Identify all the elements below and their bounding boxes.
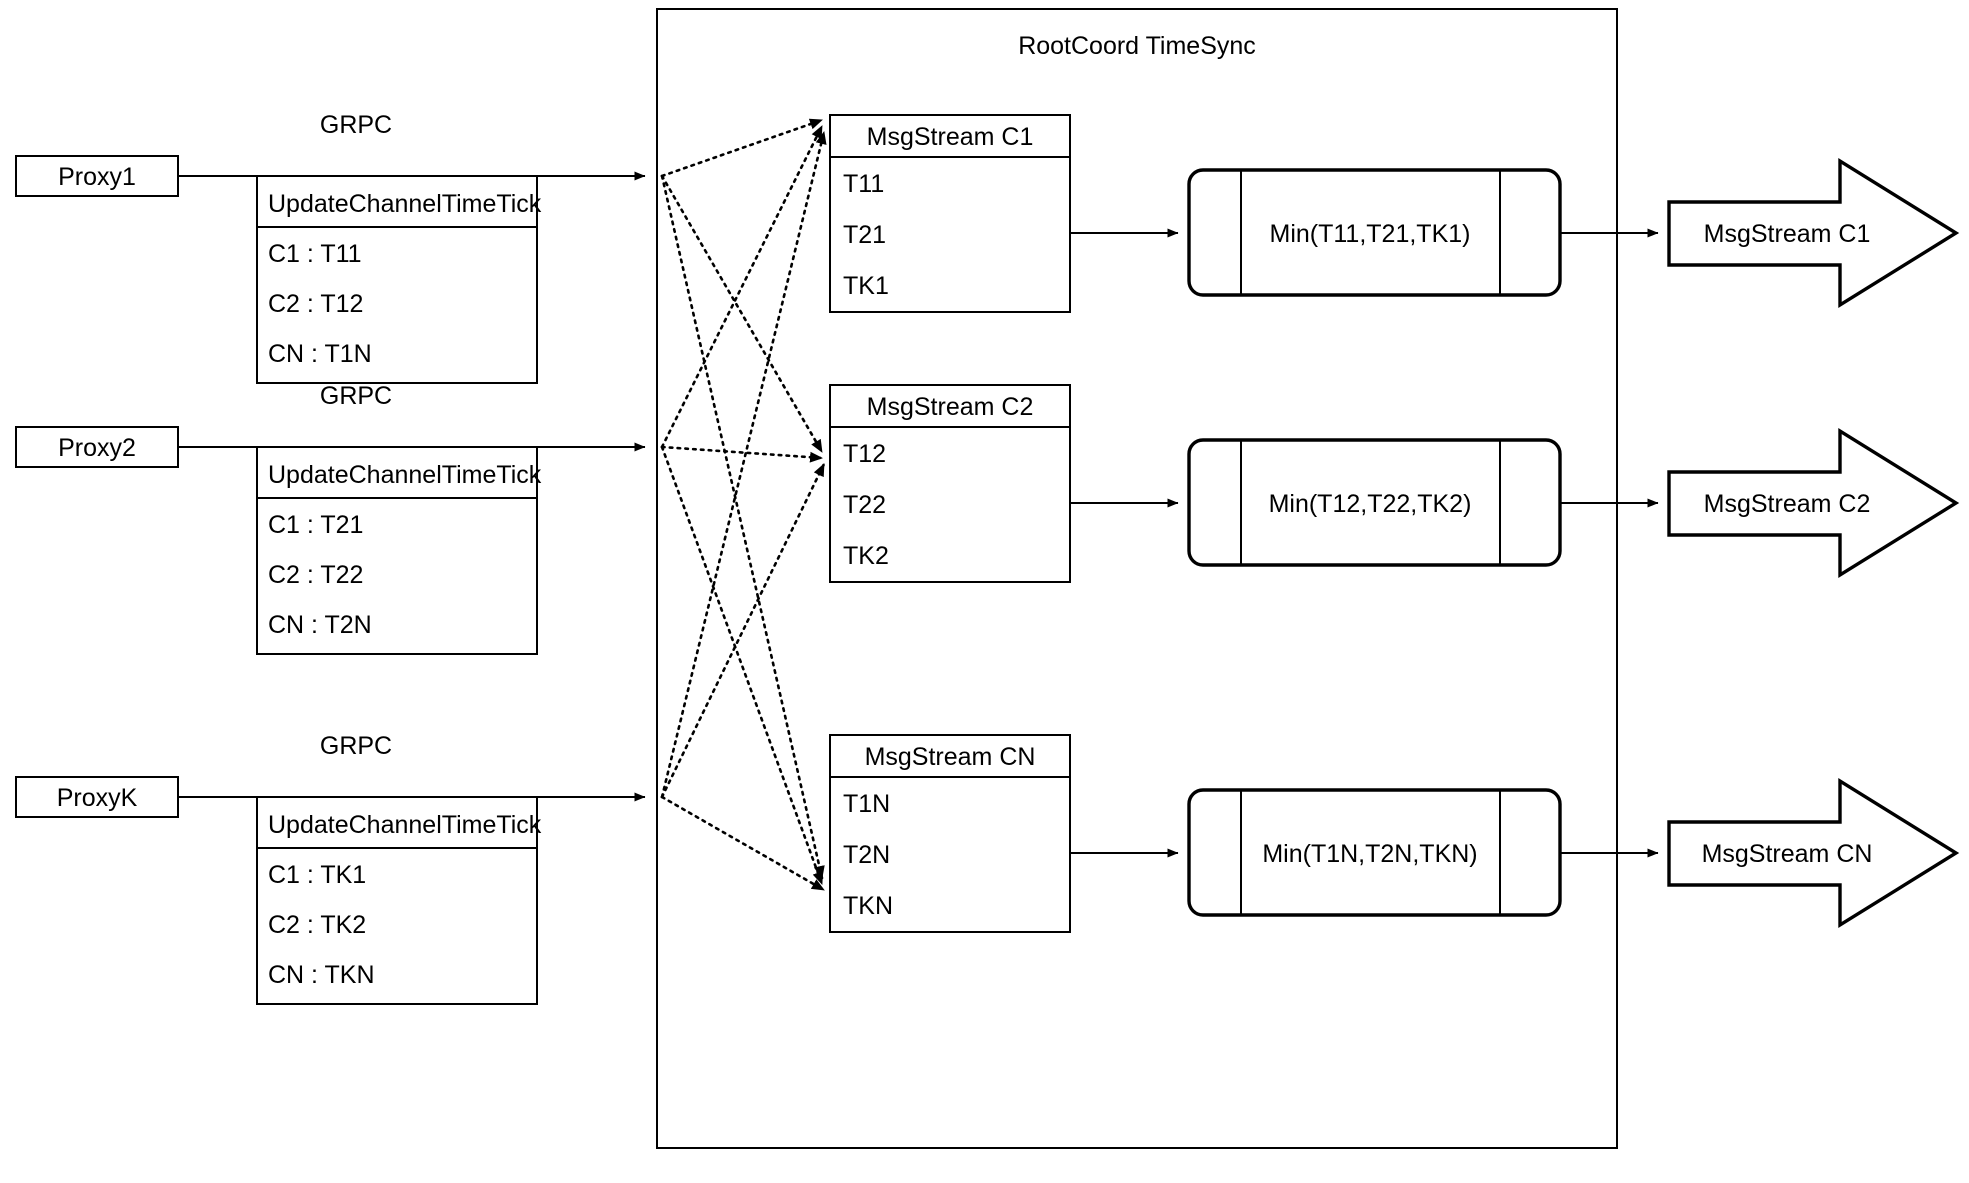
routing-line-p2-cn (660, 445, 824, 886)
msgstream-box-2 (829, 384, 1071, 583)
routing-line-p2-c1 (660, 124, 824, 449)
min-label-1: Min(T11,T21,TK1) (1270, 220, 1471, 248)
msgstream-row-2-2: TK2 (843, 542, 889, 570)
request-row-2-0: C1 : T21 (268, 511, 363, 539)
msgstream-row-2-1: T22 (843, 491, 886, 519)
request-row-3-1: C2 : TK2 (268, 911, 366, 939)
request-box-1 (256, 175, 538, 384)
routing-line-p1-c1 (660, 118, 824, 178)
request-header-3: UpdateChannelTimeTick (268, 811, 542, 839)
msgstream-header-2: MsgStream C2 (867, 393, 1034, 421)
msgstream-row-3-2: TKN (843, 892, 893, 920)
request-row-2-2: CN : T2N (268, 611, 372, 639)
grpc-label-2: GRPC (320, 382, 392, 410)
msgstream-row-1-0: T11 (843, 170, 884, 198)
request-box-3 (256, 796, 538, 1005)
output-block-arrow-3 (1667, 777, 1960, 929)
request-row-1-0: C1 : T11 (268, 240, 362, 268)
routing-line-p2-c2 (660, 445, 824, 463)
request-row-1-2: CN : T1N (268, 340, 372, 368)
routing-line-pk-c1 (660, 130, 827, 799)
msgstream-row-2-0: T12 (843, 440, 886, 468)
proxy-label-3: ProxyK (57, 784, 138, 812)
min-label-2: Min(T12,T22,TK2) (1269, 490, 1472, 518)
routing-line-p1-c2 (660, 174, 824, 454)
routing-line-pk-c2 (660, 462, 826, 799)
msgstream-header-3: MsgStream CN (865, 743, 1036, 771)
request-header-2: UpdateChannelTimeTick (268, 461, 542, 489)
proxy-box-1[interactable] (15, 155, 179, 197)
output-label-2: MsgStream C2 (1704, 490, 1871, 518)
output-block-arrow-1 (1667, 157, 1960, 309)
proxy-label-1: Proxy1 (58, 163, 136, 191)
request-box-2 (256, 446, 538, 655)
request-row-1-1: C2 : T12 (268, 290, 363, 318)
msgstream-box-1 (829, 114, 1071, 313)
request-row-3-0: C1 : TK1 (268, 861, 366, 889)
output-block-arrow-2 (1667, 427, 1960, 579)
rootcoord-timesync-title: RootCoord TimeSync (1018, 32, 1256, 60)
timetick-routing-lines (660, 118, 827, 892)
msgstream-row-1-2: TK1 (843, 272, 889, 300)
msgstream-row-3-1: T2N (843, 841, 890, 869)
msgstream-row-1-1: T21 (843, 221, 886, 249)
proxy-box-3[interactable] (15, 776, 179, 818)
min-label-3: Min(T1N,T2N,TKN) (1262, 840, 1477, 868)
request-row-2-1: C2 : T22 (268, 561, 363, 589)
output-label-3: MsgStream CN (1702, 840, 1873, 868)
proxy-label-2: Proxy2 (58, 434, 136, 462)
msgstream-box-3 (829, 734, 1071, 933)
routing-line-pk-cn (660, 795, 826, 892)
msgstream-header-1: MsgStream C1 (867, 123, 1034, 151)
routing-line-p1-cn (660, 174, 825, 880)
grpc-label-3: GRPC (320, 732, 392, 760)
proxy-box-2[interactable] (15, 426, 179, 468)
grpc-label-1: GRPC (320, 111, 392, 139)
request-header-1: UpdateChannelTimeTick (268, 190, 542, 218)
msgstream-row-3-0: T1N (843, 790, 890, 818)
output-label-1: MsgStream C1 (1704, 220, 1871, 248)
request-row-3-2: CN : TKN (268, 961, 375, 989)
